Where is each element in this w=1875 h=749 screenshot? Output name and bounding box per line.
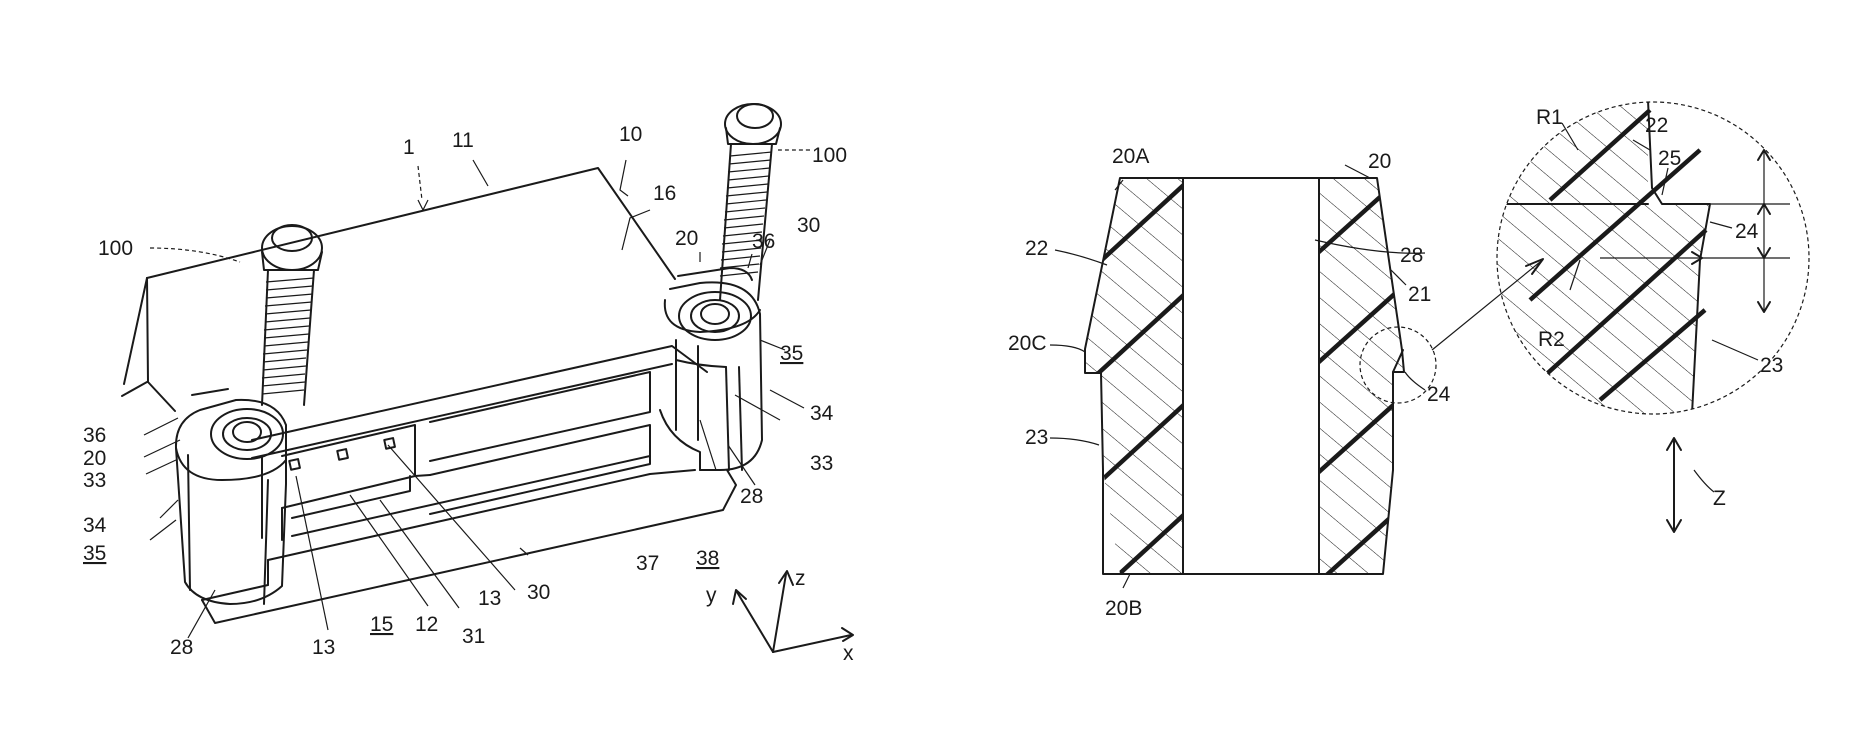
- label-34-right: 34: [810, 402, 834, 425]
- coordinate-axes: [733, 571, 853, 652]
- label-35-left: 35: [83, 542, 106, 565]
- label-1: 1: [403, 136, 415, 159]
- label-30-bottom: 30: [527, 581, 550, 604]
- label-23: 23: [1025, 426, 1048, 449]
- label-24-detail: 24: [1735, 220, 1759, 243]
- label-31: 31: [462, 625, 485, 648]
- label-13-right: 13: [478, 587, 501, 610]
- label-Z: Z: [1713, 487, 1726, 510]
- label-24: 24: [1427, 383, 1451, 406]
- label-36-right: 36: [752, 230, 775, 253]
- label-23-detail: 23: [1760, 354, 1783, 377]
- label-33-right: 33: [810, 452, 833, 475]
- label-100-left: 100: [98, 237, 133, 260]
- bushing-section-view: 20A 20 22 28 21 20C 23 24 20B: [1008, 145, 1543, 620]
- label-30-right: 30: [797, 214, 820, 237]
- left-holder: [176, 389, 286, 604]
- assembly-view: 1 11 10 16 100 100 20 36 30 35 34 33 28 …: [83, 104, 854, 665]
- label-13-left: 13: [312, 636, 335, 659]
- label-33-left: 33: [83, 469, 106, 492]
- label-22-detail: 22: [1645, 114, 1668, 137]
- screw-left: [262, 225, 322, 405]
- label-34-left: 34: [83, 514, 107, 537]
- label-R1: R1: [1536, 106, 1563, 129]
- label-11: 11: [452, 129, 474, 152]
- label-20A: 20A: [1112, 145, 1149, 168]
- label-21: 21: [1408, 283, 1431, 306]
- label-37: 37: [636, 552, 659, 575]
- screw-right: [720, 104, 781, 300]
- label-22: 22: [1025, 237, 1048, 260]
- label-28-left: 28: [170, 636, 193, 659]
- label-28: 28: [1400, 244, 1423, 267]
- label-12: 12: [415, 613, 438, 636]
- label-36-left: 36: [83, 424, 106, 447]
- axis-label-y: y: [706, 584, 717, 607]
- label-20C: 20C: [1008, 332, 1047, 355]
- label-16: 16: [653, 182, 676, 205]
- axis-label-z: z: [795, 567, 806, 590]
- label-10: 10: [619, 123, 642, 146]
- axis-label-x: x: [843, 642, 854, 665]
- label-20-right: 20: [675, 227, 698, 250]
- label-15: 15: [370, 613, 393, 636]
- label-R2: R2: [1538, 328, 1565, 351]
- label-28-right: 28: [740, 485, 763, 508]
- label-20B: 20B: [1105, 597, 1142, 620]
- detail-enlarged-view: R1 22 25 24 R2 23 Z: [1480, 100, 1809, 532]
- label-35-right: 35: [780, 342, 803, 365]
- label-20: 20: [1368, 150, 1391, 173]
- label-20-left: 20: [83, 447, 106, 470]
- right-holder: [660, 268, 762, 470]
- label-100-right: 100: [812, 144, 847, 167]
- label-25: 25: [1658, 147, 1681, 170]
- label-38: 38: [696, 547, 719, 570]
